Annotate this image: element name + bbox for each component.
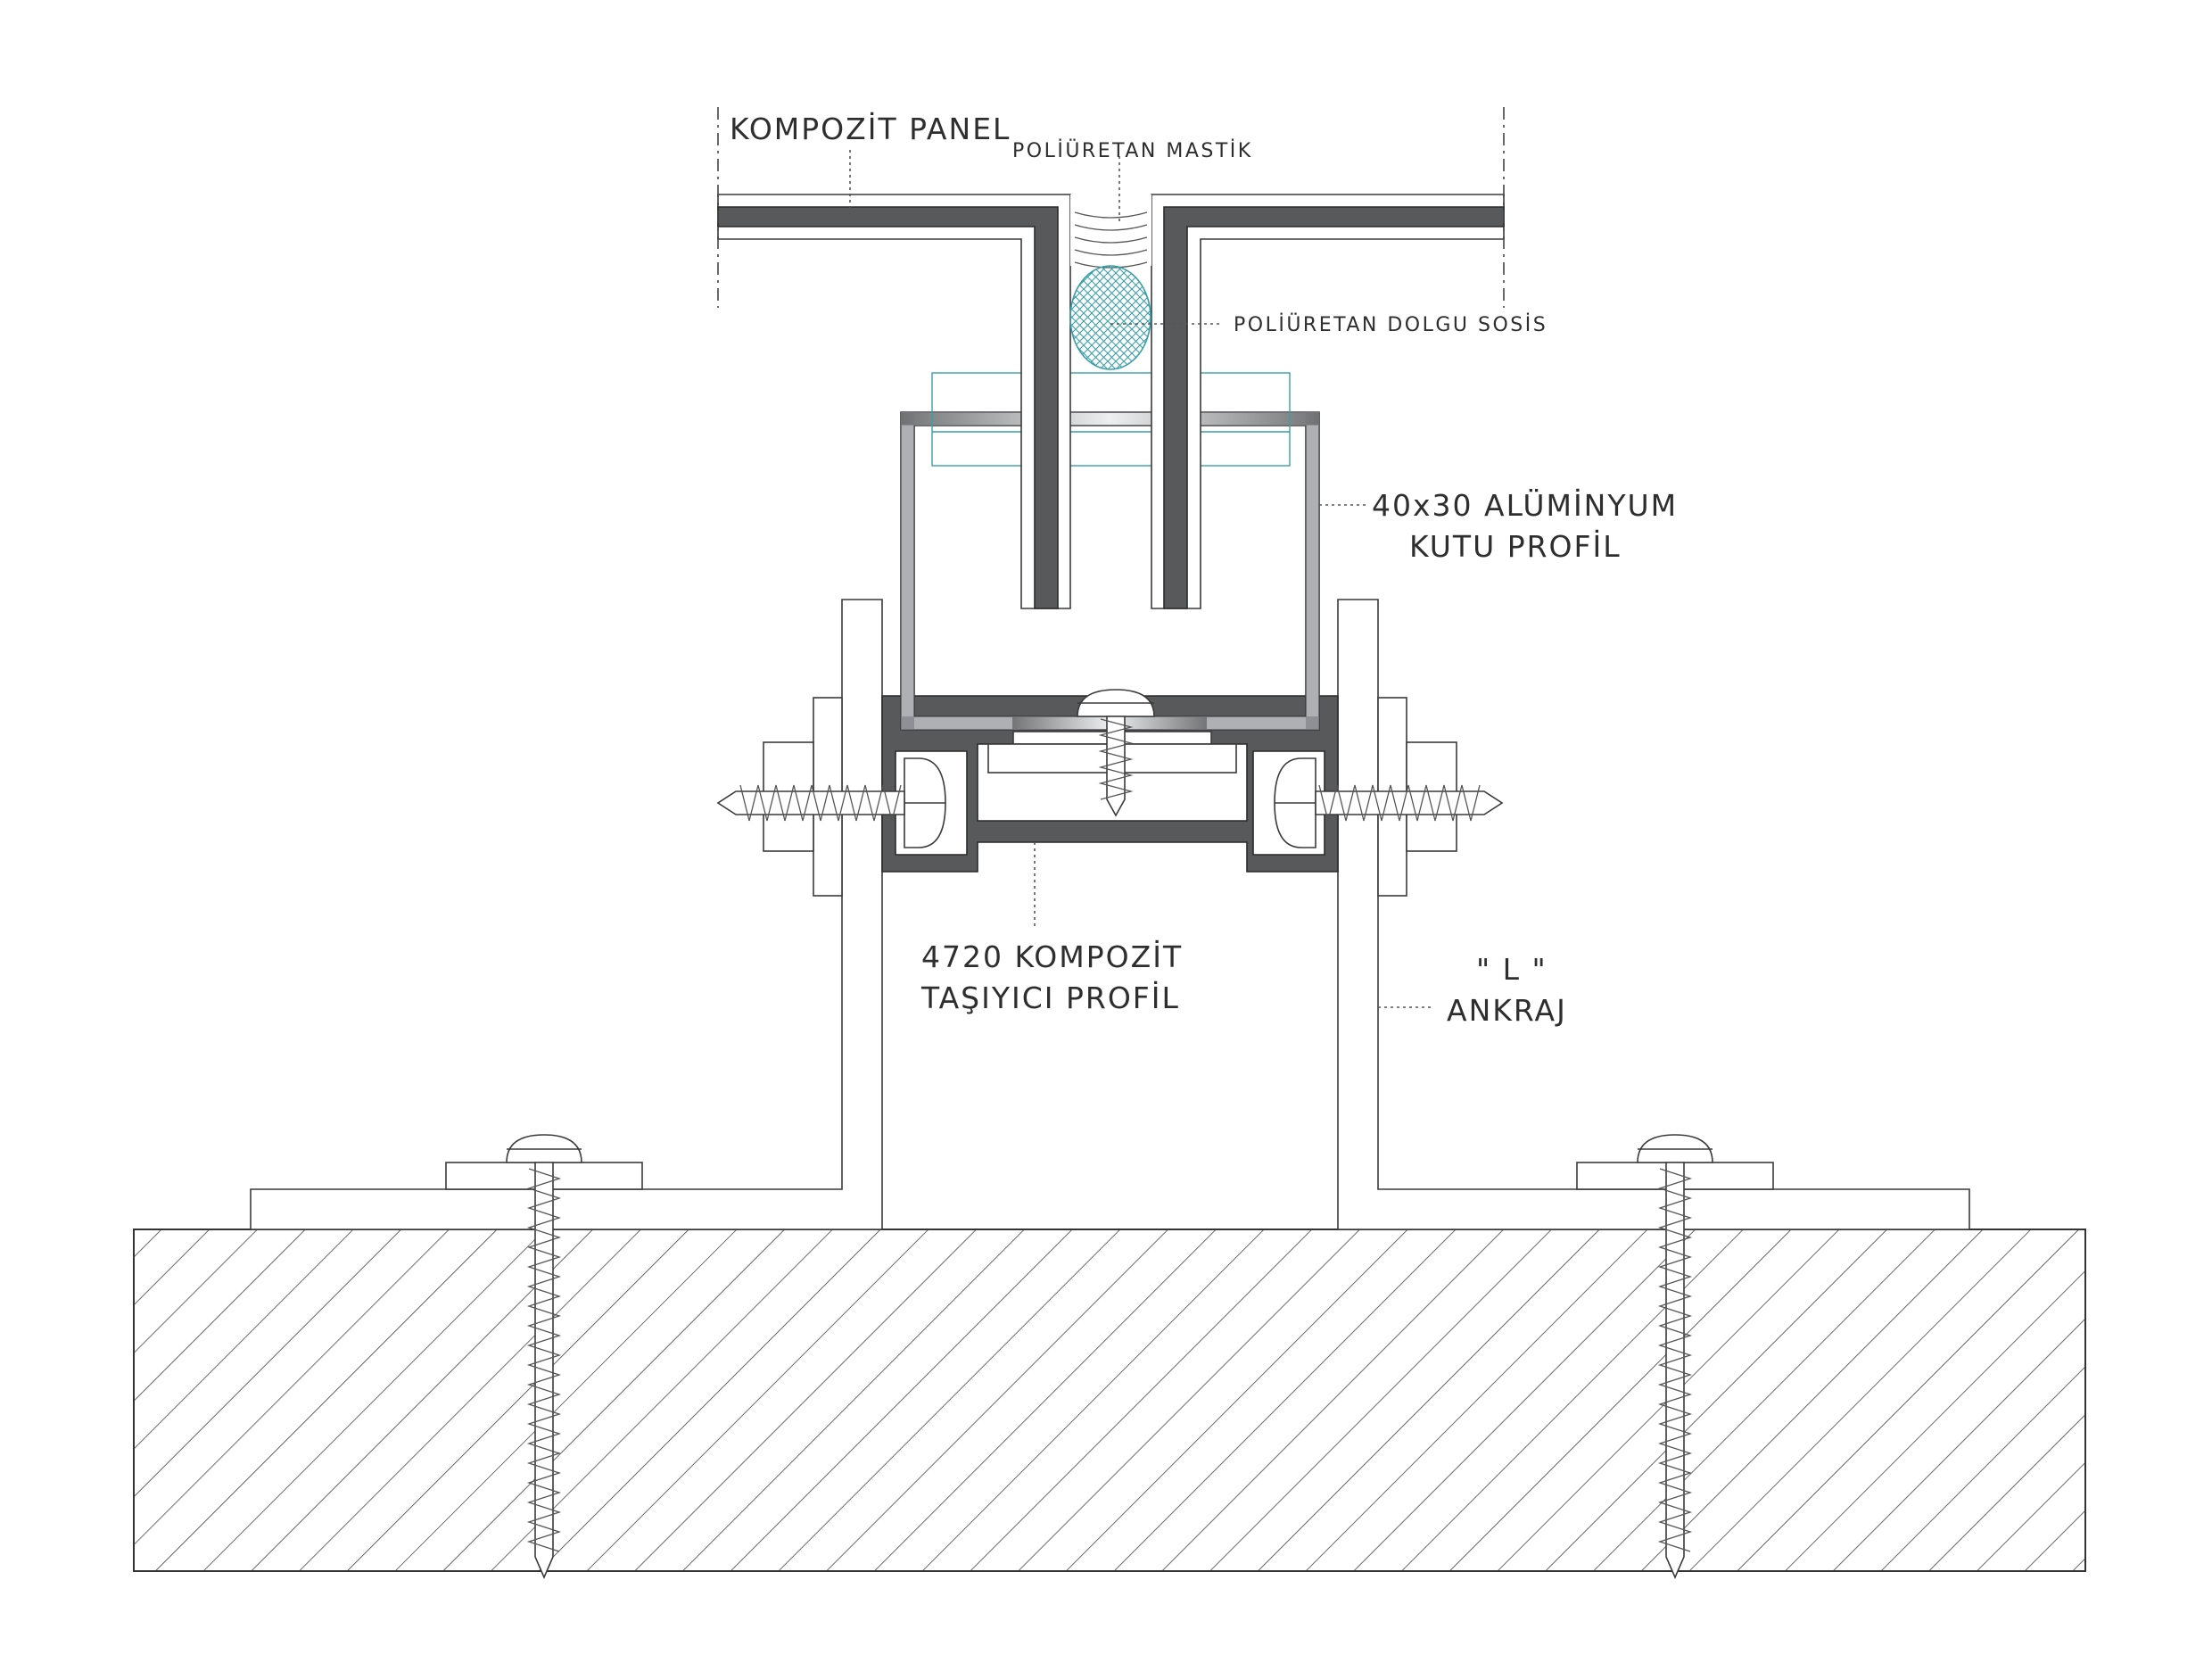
label-tasiyici-line1: 4720 KOMPOZİT bbox=[921, 939, 1183, 974]
label-ankraj-line1: " L " bbox=[1476, 952, 1548, 987]
l-anchor-left bbox=[250, 599, 883, 1230]
anchor-screw-left bbox=[506, 1134, 582, 1580]
label-poliuretan-dolgu-sosis: POLİÜRETAN DOLGU SOSİS bbox=[1234, 313, 1548, 336]
l-anchor-right bbox=[1337, 599, 1970, 1230]
label-poliuretan-mastik: POLİÜRETAN MASTİK bbox=[1012, 139, 1253, 162]
carrier-screw-head-right bbox=[1274, 757, 1316, 848]
label-aluminyum-line1: 40x30 ALÜMİNYUM bbox=[1372, 487, 1678, 523]
side-screw-left bbox=[716, 784, 905, 822]
aluminum-box-profile bbox=[900, 411, 1320, 731]
label-kompozit-panel: KOMPOZİT PANEL bbox=[730, 112, 1011, 146]
top-fixing-screw bbox=[1077, 689, 1155, 817]
polyurethane-backer-rod bbox=[1069, 265, 1151, 370]
spacer-tape bbox=[931, 372, 1291, 467]
polyurethane-mastic bbox=[1070, 194, 1151, 269]
composite-panel-left bbox=[717, 194, 1071, 609]
label-ankraj-line2: ANKRAJ bbox=[1447, 993, 1567, 1028]
label-aluminyum-line2: KUTU PROFİL bbox=[1409, 529, 1622, 564]
concrete-substrate bbox=[133, 1229, 2086, 1572]
side-screw-right bbox=[1315, 784, 1504, 822]
label-tasiyici-line2: TAŞIYICI PROFİL bbox=[920, 980, 1180, 1015]
anchor-screw-right bbox=[1637, 1134, 1713, 1580]
carrier-screw-head-left bbox=[904, 757, 946, 848]
